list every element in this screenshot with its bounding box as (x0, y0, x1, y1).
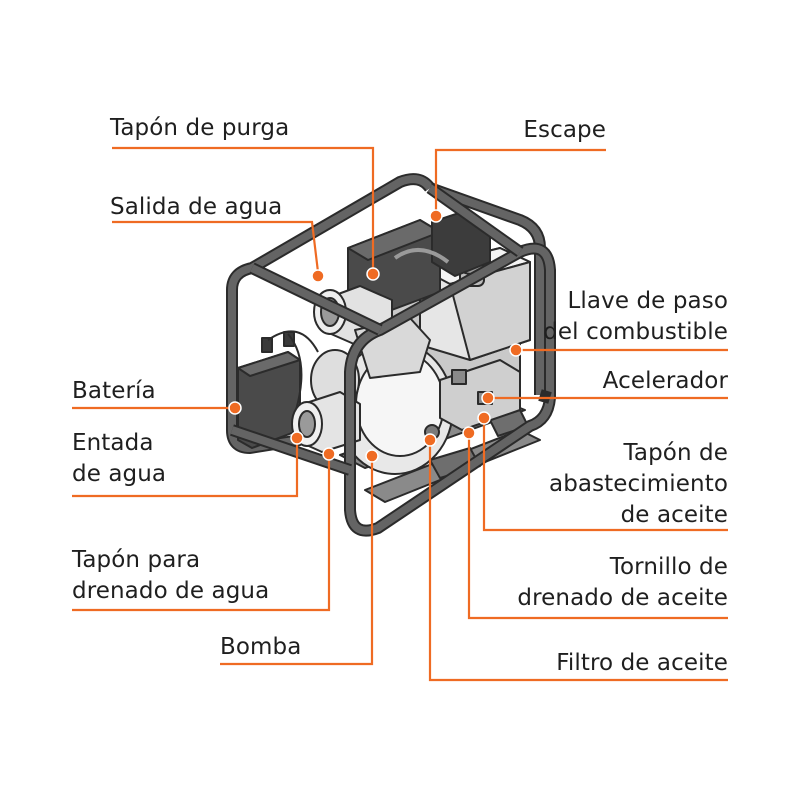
leader-filtro-aceite (428, 442, 728, 682)
label-tapon-abastecimiento: Tapón de abastecimiento de aceite (549, 438, 728, 531)
label-acelerador: Acelerador (602, 368, 728, 394)
label-tapon-drenado-agua-line2: drenado de agua (72, 578, 270, 604)
dot-tapon-drenado-agua (322, 447, 336, 461)
label-tapon-drenado-agua-line1: Tapón para (72, 547, 201, 573)
label-tornillo-drenado: Tornillo de drenado de aceite (517, 552, 728, 614)
label-llave-paso: Llave de paso del combustible (543, 286, 728, 348)
label-bateria: Batería (72, 378, 156, 404)
engine-lower-details (424, 359, 521, 440)
label-llave-paso-line1: Llave de paso (567, 288, 728, 314)
dot-acelerador (481, 391, 495, 405)
leader-tapon-abastecimiento (482, 420, 728, 532)
leader-escape (434, 148, 606, 212)
label-entrada-agua-line2: de agua (72, 461, 167, 487)
dot-tapon-purga (366, 267, 380, 281)
dot-tornillo-drenado (462, 426, 476, 440)
label-tapon-purga: Tapón de purga (110, 115, 290, 141)
leader-tapon-purga (112, 146, 375, 270)
label-tapon-abastecimiento-line2: abastecimiento (549, 471, 728, 497)
water-pump-machine (226, 173, 556, 537)
dot-llave-paso (509, 343, 523, 357)
label-bomba: Bomba (220, 634, 302, 660)
leader-salida-agua (112, 220, 320, 273)
dot-tapon-abastecimiento (477, 411, 491, 425)
battery (237, 330, 319, 449)
label-tapon-abastecimiento-line1: Tapón de (623, 440, 728, 466)
label-filtro-aceite: Filtro de aceite (556, 650, 728, 676)
leader-tornillo-drenado (467, 435, 728, 620)
dot-entrada-agua (290, 431, 304, 445)
leader-entrada-agua (72, 440, 299, 498)
label-escape: Escape (523, 117, 606, 143)
dot-salida-agua (311, 269, 325, 283)
label-tornillo-drenado-line1: Tornillo de (609, 554, 728, 580)
dot-bateria (228, 401, 242, 415)
leader-tapon-drenado-agua (72, 456, 331, 612)
label-entrada-agua-line1: Entada (72, 430, 154, 456)
label-tapon-abastecimiento-line3: de aceite (620, 502, 728, 528)
label-salida-agua: Salida de agua (110, 194, 283, 220)
label-entrada-agua: Entada de agua (72, 428, 166, 490)
leader-bomba (220, 458, 374, 666)
label-tapon-drenado-agua: Tapón para drenado de agua (72, 545, 269, 607)
dot-filtro-aceite (423, 433, 437, 447)
label-tornillo-drenado-line2: drenado de aceite (517, 585, 728, 611)
dot-bomba (365, 449, 379, 463)
label-llave-paso-line2: del combustible (543, 319, 728, 345)
dot-escape (429, 209, 443, 223)
